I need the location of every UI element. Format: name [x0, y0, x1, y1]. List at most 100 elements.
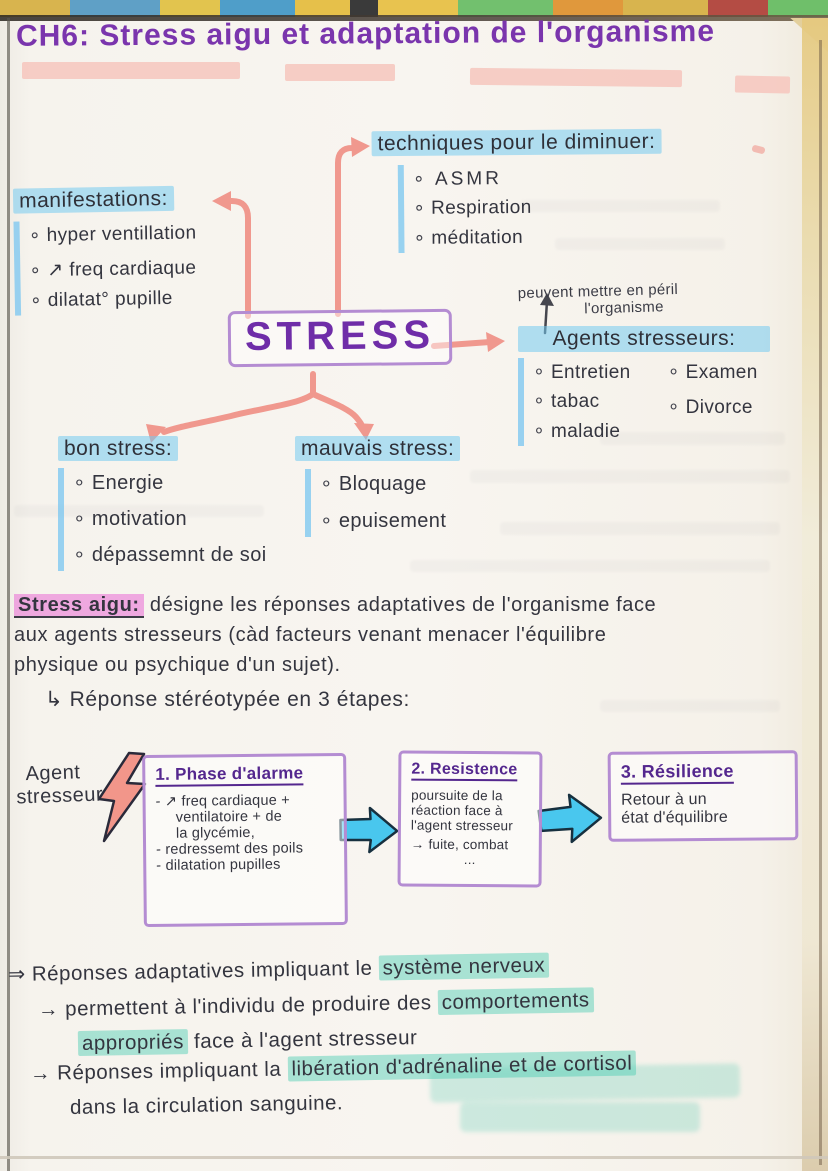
page-left-edge — [7, 18, 10, 1171]
list-item: Divorce — [668, 393, 758, 422]
mauvais-stress-list: Bloquage epuisement — [305, 469, 460, 537]
pencil-segment — [295, 0, 350, 17]
definition-line: Stress aigu: désigne les réponses adapta… — [14, 592, 819, 618]
page-bottom-edge — [0, 1156, 828, 1159]
lightning-bolt-icon — [97, 751, 147, 843]
bleed-through-ghost — [500, 522, 780, 535]
pencil-segment — [623, 0, 708, 17]
bleed-through-ghost — [600, 432, 785, 445]
list-item: hyper ventillation — [28, 218, 197, 250]
list-item: epuisement — [320, 506, 460, 537]
stray-marker-mark — [751, 144, 766, 155]
phase-line: - redressemt des poils — [156, 840, 304, 858]
block-arrow-2-icon — [537, 793, 603, 844]
list-item: motivation — [73, 504, 267, 535]
phase-line: poursuite de la — [411, 787, 503, 804]
page-title: CH6: Stress aigu et adaptation de l'orga… — [15, 14, 716, 53]
definition-term: Stress aigu: — [14, 594, 144, 618]
phase-box-1: 1. Phase d'alarme - ↗ freq cardiaque + v… — [142, 752, 348, 928]
conclusion-text: → Réponses impliquant la — [29, 1057, 288, 1085]
phase-line: → fuite, combat — [410, 836, 509, 853]
pencil-segment — [70, 0, 160, 17]
agents-branch: Agents stresseurs: Entretien tabac malad… — [518, 326, 770, 447]
phase-box-2: 2. Resistence poursuite de la réaction f… — [397, 750, 543, 888]
pencil-strip-photo-background — [0, 0, 828, 17]
mauvais-stress-label: mauvais stress: — [295, 436, 461, 461]
list-item: Respiration — [413, 192, 662, 224]
bleed-through-ghost — [600, 700, 780, 712]
bon-stress-label: bon stress: — [58, 436, 179, 461]
agent-label-line2: stresseur — [16, 783, 104, 809]
definition-line: aux agents stresseurs (càd facteurs vena… — [14, 624, 607, 646]
definition-paragraph: Stress aigu: désigne les réponses adapta… — [14, 592, 819, 678]
bleed-through-ghost — [470, 470, 790, 483]
page-top-edge — [0, 15, 828, 21]
peril-note: peuvent mettre en péril l'organisme — [518, 281, 679, 319]
bon-stress-branch: bon stress: Energie motivation dépassemn… — [58, 436, 267, 571]
arrow-to-manifestations-icon — [212, 191, 251, 319]
phase-box-3: 3. Résilience Retour à un état d'équilib… — [607, 750, 799, 842]
list-item: maladie — [533, 417, 631, 446]
conclusion-line-3: appropriés face à l'agent stresseur — [77, 1026, 418, 1056]
agent-stresseur-label: Agent stresseur — [15, 761, 103, 810]
bleed-through-highlight — [460, 1102, 700, 1132]
bleed-through-ghost — [410, 560, 770, 572]
phase-line: la glycémie, — [175, 824, 255, 842]
list-item: tabac — [533, 387, 631, 416]
phase-line: l'agent stresseur — [410, 817, 514, 834]
list-item: ASMR — [413, 163, 662, 195]
pencil-segment — [0, 0, 70, 17]
pencil-segment — [458, 0, 553, 17]
steps-intro: ↳ Réponse stéréotypée en 3 étapes: — [45, 688, 410, 711]
manifestations-branch: manifestations: hyper ventillation ↗ fre… — [12, 185, 198, 316]
definition-text: désigne les réponses adaptatives de l'or… — [149, 594, 657, 616]
phase-line: Retour à un — [620, 790, 707, 809]
conclusion-text: face à l'agent stresseur — [187, 1026, 418, 1054]
phase-1-title: 1. Phase d'alarme — [155, 763, 304, 787]
phase-line: état d'équilibre — [621, 808, 729, 827]
title-underline-bar — [285, 64, 395, 81]
list-item: dilatat° pupille — [30, 283, 198, 315]
pencil-segment — [350, 0, 378, 17]
definition-line: physique ou psychique d'un sujet). — [14, 654, 341, 676]
phase-3-title: 3. Résilience — [620, 760, 734, 785]
techniques-branch: techniques pour le diminuer: ASMR Respir… — [371, 128, 663, 254]
agent-label-line1: Agent — [25, 761, 81, 786]
techniques-list: ASMR Respiration méditation — [397, 162, 663, 254]
page-right-crease — [819, 40, 822, 1165]
conclusion-line-1: ⇒ Réponses adaptatives impliquant le sys… — [8, 952, 550, 987]
title-underline-bar — [469, 67, 683, 88]
pencil-segment — [378, 0, 458, 17]
phase-line: - dilatation pupilles — [156, 856, 281, 874]
peril-note-line2: l'organisme — [584, 298, 664, 318]
list-item: Energie — [73, 468, 267, 499]
list-item: Entretien — [533, 358, 631, 387]
conclusion-highlight: comportements — [437, 987, 594, 1016]
mauvais-stress-branch: mauvais stress: Bloquage epuisement — [295, 436, 461, 537]
page-right-edge — [802, 18, 828, 1171]
phase-line: réaction face à — [411, 802, 503, 819]
conclusion-highlight: appropriés — [77, 1029, 189, 1056]
block-arrow-1-icon — [339, 806, 399, 854]
conclusion-text: → permettent à l'individu de produire de… — [37, 991, 438, 1021]
manifestations-label: manifestations: — [12, 185, 175, 214]
pencil-segment — [160, 0, 220, 17]
arrow-fork-down-icon — [146, 371, 374, 443]
pencil-segment — [220, 0, 295, 17]
stress-node: STRESS — [227, 308, 453, 368]
pencil-segment — [768, 0, 828, 17]
phase-2-title: 2. Resistence — [411, 760, 518, 782]
list-item: Examen — [668, 358, 758, 387]
agents-label: Agents stresseurs: — [518, 326, 770, 352]
manifestations-list: hyper ventillation ↗ freq cardiaque dila… — [13, 218, 198, 316]
list-item: ↗ freq cardiaque — [29, 254, 197, 286]
agents-list-col1: Entretien tabac maladie — [518, 358, 631, 447]
bon-stress-list: Energie motivation dépassemnt de soi — [58, 468, 267, 571]
list-item: Bloquage — [320, 469, 460, 500]
agents-list-col2: Examen Divorce — [659, 358, 758, 446]
phase-line: - ↗ freq cardiaque + — [155, 792, 290, 810]
conclusion-highlight: système nerveux — [378, 952, 550, 981]
techniques-label: techniques pour le diminuer: — [371, 128, 662, 157]
phase-line: ventilatoire + de — [175, 808, 283, 826]
